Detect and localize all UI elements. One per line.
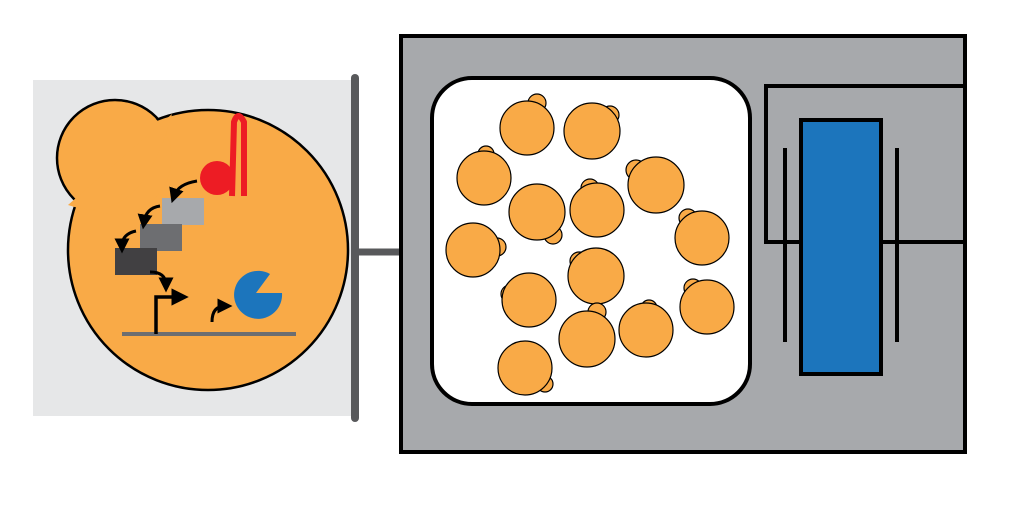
cascade-arrow-2: [137, 204, 161, 230]
cascade-arrows: [114, 179, 233, 323]
yeast-cell-small: [500, 272, 557, 328]
yeast-body-small: [569, 182, 625, 238]
reporter-protein-icon: [234, 270, 283, 319]
yeast-body-small: [563, 102, 621, 160]
expression-arrow: [210, 298, 233, 323]
yeast-body-small: [497, 340, 553, 396]
yeast-body-small: [679, 279, 735, 335]
yeast-body-small: [558, 310, 616, 368]
yeast-body-small: [445, 222, 501, 278]
yeast-body-small: [456, 150, 512, 206]
yeast-body-small: [508, 183, 566, 241]
yeast-cell-small: [567, 247, 625, 305]
yeast-cell-small: [679, 278, 735, 335]
zoom-panel: [33, 80, 353, 416]
yeast-cell-small: [497, 340, 554, 396]
yeast-cell-small: [563, 102, 621, 160]
receptor-icon: [200, 113, 247, 197]
yeast-body-small: [567, 247, 625, 305]
chamber-cells: [445, 93, 735, 396]
yeast-body-small: [618, 302, 674, 358]
cascade-arrow-3: [114, 229, 137, 254]
yeast-cell-small: [674, 208, 730, 266]
kinase-block-2: [140, 224, 182, 251]
yeast-body-small: [499, 100, 555, 156]
yeast-cell-small: [618, 299, 674, 358]
cascade-arrow-4: [149, 270, 174, 293]
device: [399, 34, 967, 454]
cascade-arrow-1: [169, 179, 198, 204]
yeast-body-small: [627, 156, 685, 214]
yeast-cell-small: [499, 93, 555, 156]
yeast-cell-small: [625, 156, 685, 214]
yeast-cell-small: [569, 178, 625, 238]
kinase-block-1: [162, 198, 204, 225]
electrode-blue: [799, 118, 883, 376]
yeast-cell-large: [55, 98, 350, 392]
yeast-cell-small: [445, 222, 507, 278]
yeast-body-small: [674, 210, 730, 266]
yeast-body-small: [501, 272, 557, 328]
yeast-cell-small: [456, 145, 512, 206]
yeast-cell-small: [558, 302, 616, 368]
yeast-cell-small: [508, 183, 566, 245]
promoter-arrow-icon: [154, 288, 189, 334]
